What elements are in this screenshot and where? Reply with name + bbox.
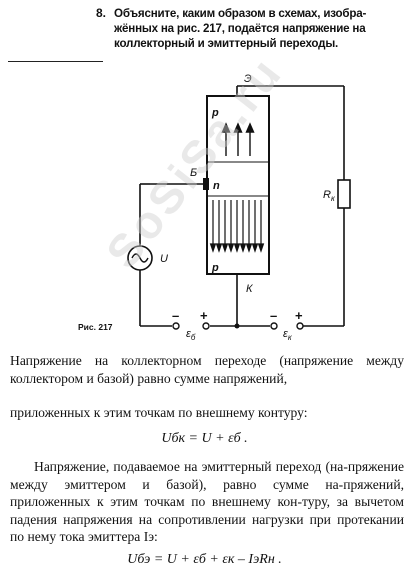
question-number: 8.: [96, 6, 107, 20]
current-arrows-up: [221, 122, 255, 156]
label-emitter: Э: [244, 73, 252, 85]
sine-icon: [131, 253, 149, 263]
current-arrows-down: [209, 200, 265, 253]
label-plus-right: +: [295, 308, 303, 323]
figure-caption: Рис. 217: [78, 322, 113, 332]
question-text: Объясните, каким образом в схемах, изобр…: [114, 7, 367, 50]
section-rule: [8, 61, 103, 62]
label-minus-right: –: [270, 308, 277, 323]
label-resistor: Rк: [323, 189, 336, 203]
paragraph-collector-voltage-cont: приложенных к этим точкам по внешнему ко…: [10, 405, 308, 420]
label-region-middle: n: [213, 180, 220, 192]
formula-emitter: Uбэ = U + εб + εк – IэRн .: [127, 552, 282, 567]
label-source-u: U: [160, 253, 168, 265]
label-base: Б: [190, 167, 197, 179]
base-contact: [203, 178, 209, 190]
resistor: [337, 179, 351, 209]
circuit-diagram: Э p Б n p К U Rк εб εк – + – + Рис. 217: [78, 73, 351, 340]
label-plus-left: +: [200, 308, 208, 323]
label-battery-coll: εк: [283, 328, 293, 340]
label-battery-base: εб: [186, 328, 196, 340]
label-minus-left: –: [172, 308, 179, 323]
label-region-bottom: p: [211, 262, 219, 274]
paragraph-collector-voltage: Напряжение на коллекторном переходе (нап…: [10, 353, 404, 386]
label-collector: К: [246, 283, 253, 295]
label-region-top: p: [211, 107, 219, 119]
formula-collector: Uбк = U + εб .: [161, 431, 248, 446]
paragraph-emitter-voltage: Напряжение, подаваемое на эмиттерный пер…: [10, 459, 404, 544]
collector-node: [234, 323, 240, 329]
